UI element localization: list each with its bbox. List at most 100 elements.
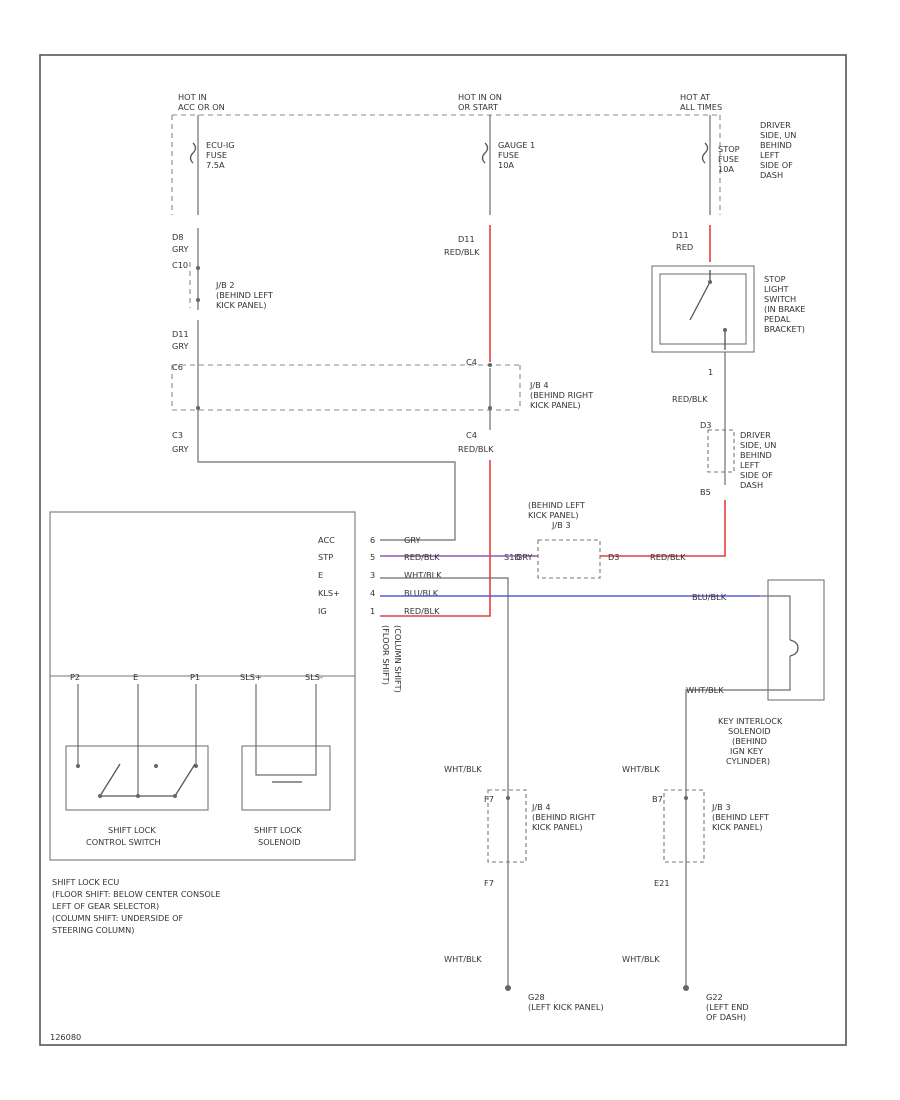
connector-d11-right: D11 (672, 230, 689, 240)
connector-d3: D3 (700, 420, 712, 430)
inner-pin-p1: P1 (190, 672, 200, 682)
location-driver-dash-top: DRIVER SIDE, UN BEHIND LEFT SIDE OF DASH (760, 120, 799, 180)
svg-text:6: 6 (370, 535, 375, 545)
connector-d11-left: D11 (172, 329, 189, 339)
wire-red-blk-3: RED/BLK (672, 394, 708, 404)
wire-label-wht-blk-4: WHT/BLK (622, 954, 660, 964)
shift-lock-ecu-description: SHIFT LOCK ECU (FLOOR SHIFT: BELOW CENTE… (52, 877, 223, 935)
svg-text:RED/BLK: RED/BLK (404, 606, 440, 616)
svg-text:5: 5 (370, 552, 375, 562)
ecu-pin-e: E 3 WHT/BLK (318, 570, 442, 580)
jb-4-splice-box (487, 789, 527, 863)
connector-d3b: D3 (608, 552, 620, 562)
inner-pin-p2: P2 (70, 672, 80, 682)
svg-text:3: 3 (370, 570, 375, 580)
key-interlock-solenoid-box (767, 579, 825, 701)
svg-text:RED/BLK: RED/BLK (404, 552, 440, 562)
svg-text:BLU/BLK: BLU/BLK (404, 588, 439, 598)
connector-c4-top: C4 (466, 357, 477, 367)
wire-gry-3: GRY (172, 444, 190, 454)
ig-red-wire-lower (380, 460, 491, 617)
connector-d11-mid: D11 (458, 234, 475, 244)
connector-c10: C10 (172, 260, 188, 270)
ecu-pin-ig: IG 1 RED/BLK (318, 606, 440, 616)
note-column-shift: (COLUMN SHIFT) (393, 625, 403, 693)
connector-b5: B5 (700, 487, 711, 497)
connector-c3: C3 (172, 430, 183, 440)
shift-lock-ecu-box (49, 511, 356, 861)
wire-red: RED (676, 242, 693, 252)
shift-lock-solenoid-box (241, 745, 331, 811)
key-interlock-solenoid-label: KEY INTERLOCK SOLENOID (BEHIND IGN KEY C… (718, 716, 785, 766)
fuse-gauge-icon (481, 142, 489, 164)
ground-g28-label: G28(LEFT KICK PANEL) (528, 992, 604, 1012)
stp-red-wire-right (600, 500, 726, 557)
svg-text:STP: STP (318, 552, 333, 562)
note-floor-shift: (FLOOR SHIFT) (381, 625, 391, 685)
diagram-frame (39, 54, 847, 1046)
fuse-stop-icon (701, 142, 709, 164)
connector-f7b: F7 (484, 878, 494, 888)
wire-gry-1: GRY (172, 244, 190, 254)
wire-red-blk-2: RED/BLK (458, 444, 494, 454)
svg-text:WHT/BLK: WHT/BLK (404, 570, 442, 580)
wire-label-wht-blk-1: WHT/BLK (444, 764, 482, 774)
shift-lock-switch-contact-2 (174, 763, 196, 797)
svg-text:4: 4 (370, 588, 375, 598)
connector-f7: F7 (484, 794, 494, 804)
ecu-pin-acc: ACC 6 GRY (318, 535, 422, 545)
stop-light-switch-box (651, 265, 755, 353)
connector-1: 1 (708, 367, 713, 377)
inner-pin-sls-plus: SLS+ (240, 672, 262, 682)
kls-ground-wire (685, 656, 791, 985)
jb-3-splice-box-low (663, 789, 705, 863)
svg-text:1: 1 (370, 606, 375, 616)
wire-label-wht-blk-kls: WHT/BLK (686, 685, 724, 695)
fuse-ecu-ig-icon (189, 142, 197, 164)
connector-c4: C4 (466, 430, 477, 440)
stop-light-switch-contact (689, 281, 711, 321)
connector-s1d: S1D (504, 552, 521, 562)
ecu-pin-stp: STP 5 RED/BLK (318, 552, 440, 562)
ground-g28-icon (505, 985, 511, 991)
figure-id: 126080 (50, 1032, 81, 1042)
ground-g22-icon (683, 985, 689, 991)
connector-b7: B7 (652, 794, 663, 804)
shift-lock-switch-contact-1 (99, 763, 121, 797)
wire-label-wht-blk-3: WHT/BLK (444, 954, 482, 964)
key-interlock-solenoid-coil (789, 639, 799, 657)
wire-red-blk-1: RED/BLK (444, 247, 480, 257)
wire-label-blu-blk: BLU/BLK (692, 592, 727, 602)
connector-d8: D8 (172, 232, 184, 242)
svg-text:KLS+: KLS+ (318, 588, 340, 598)
stop-light-switch-label: STOP LIGHT SWITCH (IN BRAKE PEDAL BRACKE… (764, 274, 808, 334)
svg-text:IG: IG (318, 606, 327, 616)
connector-c6: C6 (172, 362, 183, 372)
wire-label-stp-mid: GRY (516, 552, 534, 562)
location-driver-dash-mid: DRIVER SIDE, UN BEHIND LEFT SIDE OF DASH (740, 430, 779, 490)
svg-text:GRY: GRY (404, 535, 422, 545)
wire-label-wht-blk-2: WHT/BLK (622, 764, 660, 774)
inner-pin-sls-minus: SLS- (305, 672, 323, 682)
connector-e21: E21 (654, 878, 670, 888)
ecu-pin-kls: KLS+ 4 BLU/BLK (318, 588, 439, 598)
svg-text:ACC: ACC (318, 535, 335, 545)
shift-lock-control-switch-box (65, 745, 209, 811)
acc-gry-wire (197, 420, 456, 541)
wire-gry-2: GRY (172, 341, 190, 351)
wire-label-stp-right: RED/BLK (650, 552, 686, 562)
